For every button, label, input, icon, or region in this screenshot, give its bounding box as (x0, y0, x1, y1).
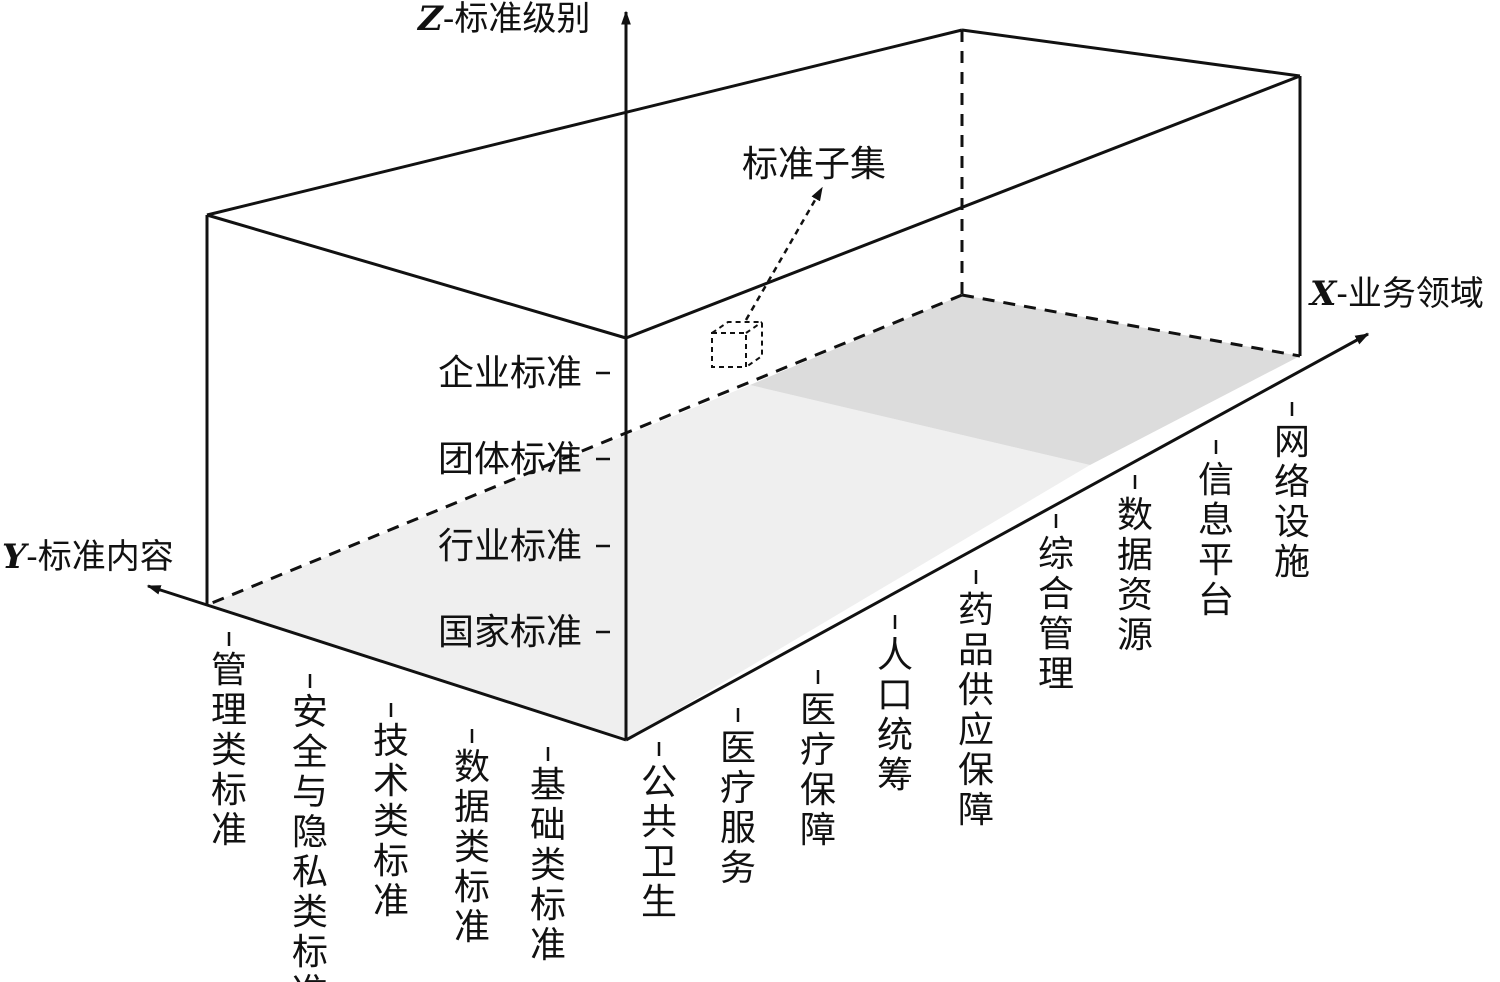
standard-subset-cube (711, 321, 763, 368)
z-level-label: 团体标准 (438, 439, 582, 480)
y-category-label: 数据类标准 (454, 747, 490, 948)
y-category-labels: 管理类标准 安全与隐私类标准 技术类标准 数据类标准 基础类标准 (211, 632, 566, 982)
y-category-label: 管理类标准 (211, 650, 247, 851)
subset-label: 标准子集 (742, 144, 886, 185)
box-edge-top-left (206, 28, 963, 217)
y-axis (146, 584, 627, 742)
x-category-label: 医疗服务 (720, 728, 756, 889)
x-category-labels: 公共卫生 医疗服务 医疗保障 人口统筹 药品供应保障 综合管理 数据资源 信息平台 网络设施 (641, 402, 1310, 923)
subset-pointer-arrow (744, 186, 824, 321)
y-axis-title: Y-标准内容 (2, 537, 174, 577)
box-edge-top-front (206, 213, 627, 340)
y-category-label: 技术类标准 (373, 721, 409, 922)
hidden-edge-back-floor (961, 293, 1301, 358)
x-category-label: 网络设施 (1274, 422, 1310, 583)
box-edge-top-right (625, 74, 1301, 340)
floor-dark-region (750, 295, 1300, 465)
y-category-label: 基础类标准 (530, 765, 566, 966)
z-level-label: 行业标准 (438, 526, 582, 567)
x-axis (625, 332, 1370, 742)
z-level-label: 企业标准 (438, 353, 582, 394)
floor-light-region (207, 385, 1090, 740)
x-axis-title: X-业务领域 (1308, 274, 1484, 314)
x-category-label: 医疗保障 (800, 690, 836, 851)
z-axis-title: Z-标准级别 (416, 0, 590, 39)
box-edge-top-back (961, 28, 1301, 78)
x-category-label: 综合管理 (1038, 534, 1074, 695)
hidden-edge-left-floor (206, 293, 963, 607)
x-category-label: 信息平台 (1198, 460, 1234, 621)
x-category-label: 数据资源 (1117, 495, 1153, 656)
x-category-label: 药品供应保障 (958, 590, 994, 831)
z-level-label: 国家标准 (438, 612, 582, 653)
x-category-label: 公共卫生 (641, 762, 677, 923)
x-category-label: 人口统筹 (877, 635, 913, 796)
y-category-label: 安全与隐私类标准 (292, 692, 328, 982)
